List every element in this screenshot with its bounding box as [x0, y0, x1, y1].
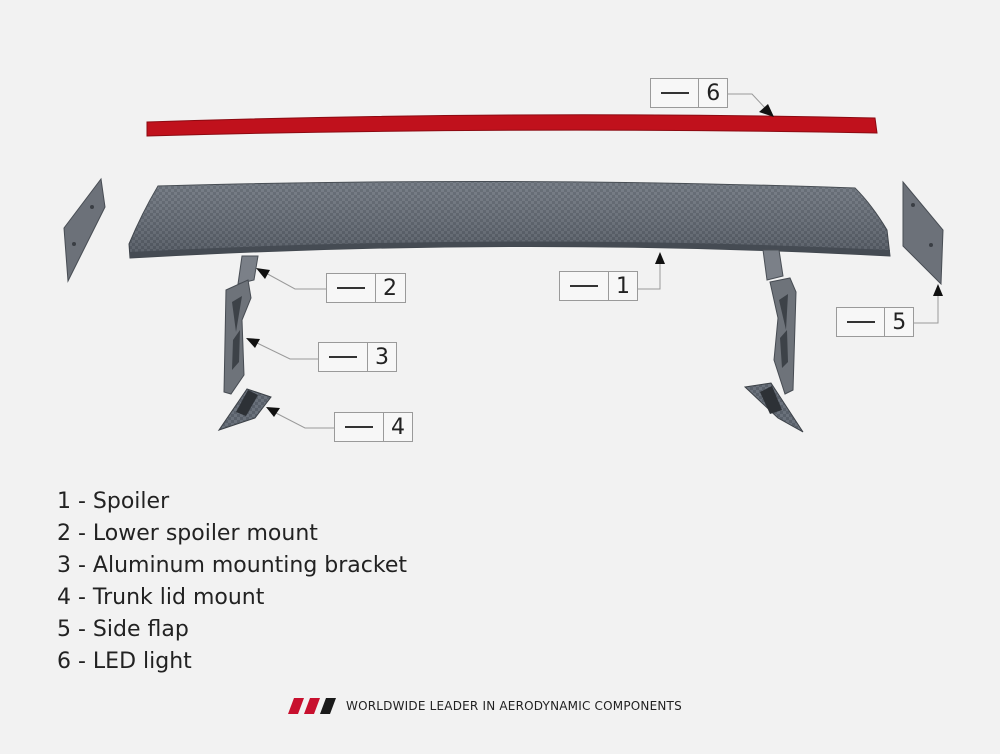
callout-number: 1	[608, 272, 637, 300]
callout-dash	[651, 79, 698, 107]
callout-number: 6	[698, 79, 727, 107]
legend-item: 1 - Spoiler	[57, 489, 170, 514]
legend-item: 3 - Aluminum mounting bracket	[57, 553, 408, 578]
callout-3: 3	[318, 342, 397, 372]
callout-dash	[319, 343, 367, 371]
callout-dash	[560, 272, 608, 300]
brand-tagline: WORLDWIDE LEADER IN AERODYNAMIC COMPONEN…	[346, 699, 682, 713]
legend-item: 6 - LED light	[57, 649, 192, 674]
legend-item: 2 - Lower spoiler mount	[57, 521, 318, 546]
callout-dash	[335, 413, 383, 441]
callout-1: 1	[559, 271, 638, 301]
callout-number: 4	[383, 413, 412, 441]
lower-spoiler-mount-left	[237, 255, 259, 285]
callout-2: 2	[326, 273, 406, 303]
legend-item: 4 - Trunk lid mount	[57, 585, 265, 610]
lower-spoiler-mount-right	[762, 249, 784, 281]
callout-number: 5	[884, 308, 913, 336]
footer: WORLDWIDE LEADER IN AERODYNAMIC COMPONEN…	[288, 697, 682, 715]
callout-5: 5	[836, 307, 914, 337]
callout-6: 6	[650, 78, 728, 108]
brand-stripes-icon	[288, 698, 336, 714]
callout-4: 4	[334, 412, 413, 442]
callout-number: 2	[375, 274, 404, 302]
side-flap-right	[902, 180, 944, 286]
callout-number: 3	[367, 343, 396, 371]
parts-legend: 1 - Spoiler 2 - Lower spoiler mount 3 - …	[57, 486, 407, 678]
side-flap-left	[63, 177, 106, 283]
callout-dash	[837, 308, 884, 336]
led-light	[146, 114, 878, 137]
callout-dash	[327, 274, 375, 302]
legend-item: 5 - Side flap	[57, 617, 189, 642]
